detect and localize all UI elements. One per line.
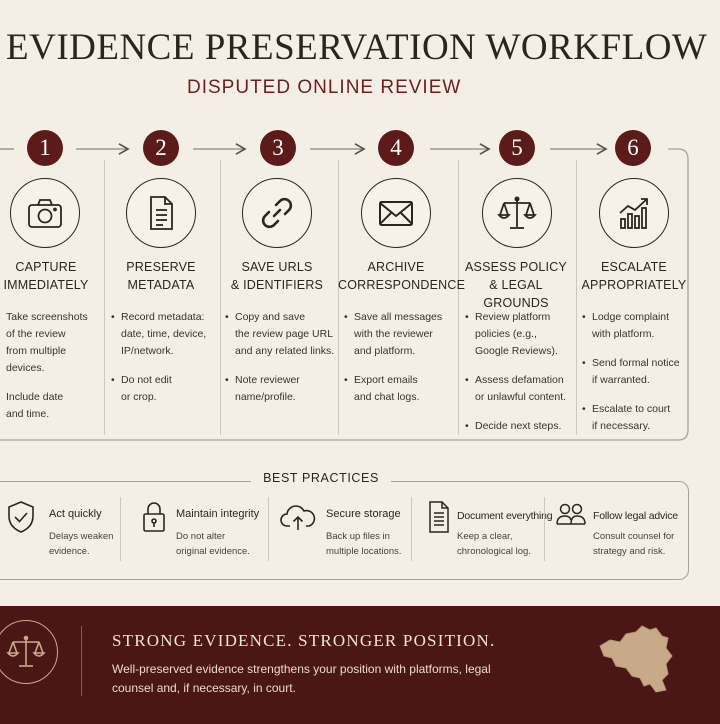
list-item: Save all messages: [344, 309, 442, 326]
list-item: or unlawful content.: [475, 391, 567, 403]
step-6-number: 6: [615, 130, 651, 166]
column-divider: [120, 497, 121, 561]
list-item: or crop.: [121, 391, 157, 403]
footer-text: Well-preserved evidence strengthens your…: [112, 662, 491, 695]
list-item: Export emails: [344, 372, 442, 389]
list-item: with platform.: [592, 328, 655, 340]
list-item: Note reviewer: [225, 372, 334, 389]
step-4-details: Save all messages with the reviewer and …: [344, 309, 442, 418]
footer-banner: STRONG EVIDENCE. STRONGER POSITION. Well…: [0, 606, 720, 724]
column-divider: [220, 160, 221, 435]
step-1-details: Take screenshots of the review from mult…: [0, 309, 88, 435]
footer-headline: STRONG EVIDENCE. STRONGER POSITION.: [112, 631, 496, 650]
column-divider: [544, 497, 545, 561]
best-practices-title: BEST PRACTICES: [0, 471, 642, 485]
list-item: Record metadata:: [111, 309, 206, 326]
list-item: of the review: [6, 328, 66, 340]
list-item: the review page URL: [235, 328, 334, 340]
cloud-upload-icon: [280, 505, 316, 530]
column-divider: [338, 160, 339, 435]
scales-icon: [0, 620, 58, 684]
list-item: if warranted.: [592, 374, 650, 386]
list-item: and any related links.: [235, 345, 335, 357]
list-item: date, time, device,: [121, 328, 207, 340]
link-icon: [242, 178, 312, 248]
list-item: and chat logs.: [354, 391, 420, 403]
column-divider: [576, 160, 577, 435]
list-item: and time.: [6, 408, 50, 420]
list-item: and platform.: [354, 345, 416, 357]
list-item: IP/network.: [121, 345, 174, 357]
step-2-number: 2: [143, 130, 179, 166]
list-item: from multiple: [6, 345, 67, 357]
camera-icon: [10, 178, 80, 248]
shield-check-icon: [8, 501, 34, 533]
scales-icon: [482, 178, 552, 248]
step-3-number: 3: [260, 130, 296, 166]
belgium-map-icon: [599, 625, 673, 693]
growth-chart-icon: [599, 178, 669, 248]
list-item: if necessary.: [592, 420, 651, 432]
list-item: Google Reviews).: [475, 345, 558, 357]
people-icon: [556, 503, 586, 525]
list-item: Take screenshots: [0, 309, 88, 326]
column-divider: [268, 497, 269, 561]
step-3-title: SAVE URLS& IDENTIFIERS: [230, 260, 324, 292]
list-item: Send formal notice: [582, 355, 680, 372]
list-item: Assess defamation: [465, 372, 566, 389]
step-5-details: Review platform policies (e.g., Google R…: [465, 309, 566, 447]
step-1-number: 1: [27, 130, 63, 166]
list-item: Include date: [0, 389, 88, 406]
step-6-details: Lodge complaint with platform. Send form…: [582, 309, 680, 447]
list-item: name/profile.: [235, 391, 296, 403]
list-item: Escalate to court: [582, 401, 680, 418]
padlock-icon: [143, 502, 165, 532]
document-list-icon: [429, 501, 449, 533]
page-title: EVIDENCE PRESERVATION WORKFLOW: [6, 27, 708, 68]
list-item: Do not edit: [111, 372, 206, 389]
step-4-number: 4: [378, 130, 414, 166]
step-5-number: 5: [499, 130, 535, 166]
column-divider: [411, 497, 412, 561]
envelope-icon: [361, 178, 431, 248]
page-subtitle: DISPUTED ONLINE REVIEW: [187, 77, 462, 98]
list-item: Decide next steps.: [465, 418, 566, 435]
document-icon: [126, 178, 196, 248]
list-item: with the reviewer: [354, 328, 433, 340]
step-3-details: Copy and save the review page URL and an…: [225, 309, 334, 418]
list-item: policies (e.g.,: [475, 328, 537, 340]
step-5-title: ASSESS POLICY& LEGAL GROUNDS: [465, 260, 567, 310]
column-divider: [104, 160, 105, 435]
list-item: Lodge complaint: [582, 309, 680, 326]
list-item: Copy and save: [225, 309, 334, 326]
step-2-details: Record metadata: date, time, device, IP/…: [111, 309, 206, 418]
list-item: Review platform: [465, 309, 566, 326]
column-divider: [458, 160, 459, 435]
list-item: devices.: [6, 362, 45, 374]
footer-divider: [81, 626, 82, 696]
